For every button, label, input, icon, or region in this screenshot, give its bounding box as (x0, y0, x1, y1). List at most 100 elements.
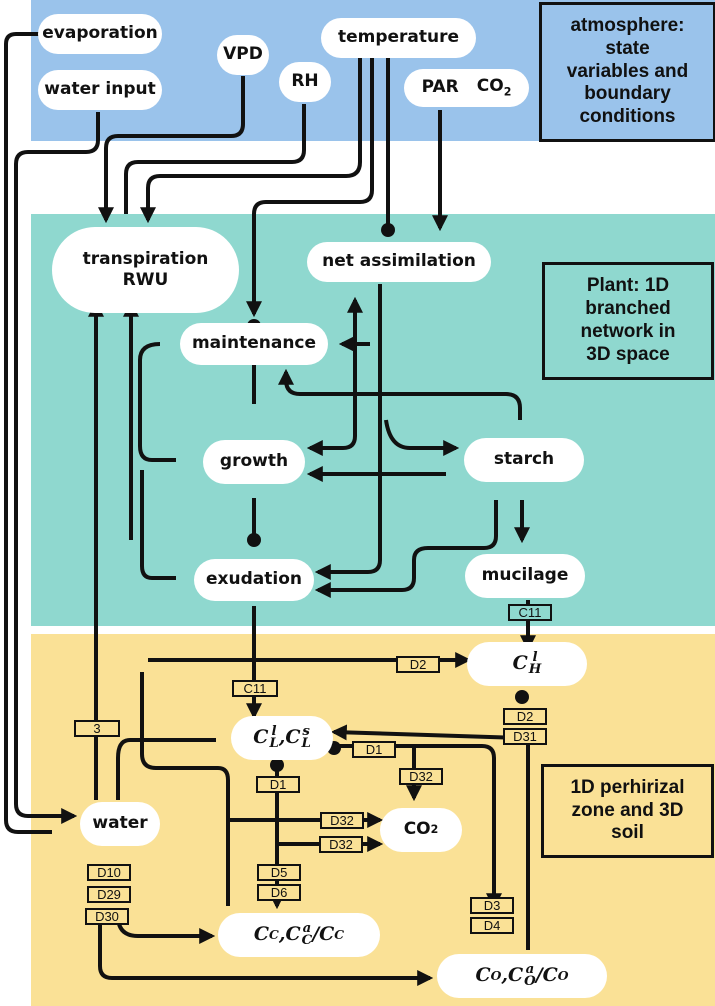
node-label: evaporation (42, 23, 158, 44)
inhibit-dot-exud (247, 533, 261, 547)
node-label: maintenance (191, 333, 317, 354)
co2-text: CO (476, 76, 504, 97)
tag-d31: D31 (503, 728, 547, 745)
node-label-par: PAR (421, 77, 459, 98)
math-base: C (542, 964, 558, 987)
math-sep: , (278, 923, 286, 946)
tag-d3: D3 (470, 897, 514, 914)
math-base: C (253, 726, 269, 749)
node-label: VPD (223, 44, 263, 65)
node-net-assimilation: net assimilation (307, 242, 491, 282)
legend-soil: 1D perhirizal zone and 3D soil (541, 764, 714, 858)
math-base: C (512, 652, 528, 675)
tag-d6: D6 (257, 884, 301, 901)
node-label: temperature (337, 27, 460, 48)
node-exudation: exudation (194, 559, 314, 601)
water-to-co (98, 916, 434, 986)
d31-to-cl (330, 724, 521, 741)
tag-c11-top: C11 (508, 604, 552, 621)
net-assimilation-trunk (314, 284, 382, 580)
node-label: RWU (122, 270, 169, 290)
node-vpd: VPD (217, 35, 269, 75)
math-base: C (285, 726, 301, 749)
vpd-to-transpiration-line (98, 76, 245, 224)
tag-d32-a: D32 (320, 812, 364, 829)
legend-plant: Plant: 1D branched network in 3D space (542, 262, 714, 380)
tag-d10: D10 (87, 864, 131, 881)
temperature-to-transpiration-line (140, 58, 362, 224)
node-starch: starch (464, 438, 584, 482)
tag-d5: D5 (257, 864, 301, 881)
math-sup: l (532, 650, 538, 666)
math-base: C (253, 923, 270, 946)
tag-d32-b: D32 (319, 836, 363, 853)
exudation-left-line (140, 470, 176, 580)
math-sup: l (271, 724, 277, 740)
co2-subscript: 2 (430, 823, 439, 837)
node-label-co2: CO2 (477, 76, 512, 99)
tag-d29: D29 (87, 886, 131, 903)
node-water-input: water input (38, 70, 162, 110)
water-to-cc (116, 915, 216, 944)
tag-d4: D4 (470, 917, 514, 934)
tag-d1-right: D1 (352, 741, 396, 758)
math-sub: L (301, 736, 311, 751)
co2-subscript: 2 (503, 85, 512, 99)
node-water: water (80, 802, 160, 846)
node-temperature: temperature (321, 18, 476, 58)
math-sub: C (301, 933, 313, 948)
node-growth: growth (203, 440, 305, 484)
node-label: RH (291, 71, 319, 92)
starch-to-exudation (314, 500, 498, 598)
tag-three: 3 (74, 720, 120, 737)
node-label: starch (493, 449, 555, 470)
math-slash: / (312, 923, 320, 946)
rh-to-transpiration-line (124, 104, 306, 214)
math-sep: , (278, 726, 286, 749)
starch-to-maint (278, 368, 522, 420)
assim-to-starch (384, 419, 460, 456)
math-base: C (507, 964, 524, 987)
co2-text: CO (403, 819, 431, 840)
water-to-cl (116, 738, 216, 800)
math-sub: H (528, 662, 542, 677)
node-evaporation: evaporation (38, 14, 162, 54)
tag-d30: D30 (85, 908, 129, 925)
legend-atmosphere: atmosphere: state variables and boundary… (539, 2, 715, 142)
math-sub: L (269, 736, 279, 751)
math-base: C (319, 923, 335, 946)
inhibit-dot-net (381, 223, 395, 237)
node-mucilage: mucilage (465, 554, 585, 598)
node-label: growth (219, 451, 289, 472)
node-label: transpiration (82, 248, 209, 269)
math-sup: s (302, 724, 310, 740)
maintenance-to-transpiration (138, 342, 176, 462)
tag-d1-under: D1 (256, 776, 300, 793)
node-label: exudation (206, 569, 302, 590)
math-base: C (285, 923, 301, 946)
tag-d2-under: D2 (503, 708, 547, 725)
math-sub: C (269, 927, 279, 943)
node-par-co2: PAR CO2 (404, 69, 529, 107)
math-sub: O (524, 974, 536, 989)
math-sep: , (501, 964, 508, 987)
node-label: water (92, 813, 148, 834)
math-sub: C (334, 927, 345, 943)
math-slash: / (535, 964, 543, 987)
node-label: mucilage (481, 565, 569, 586)
node-label: water input (44, 79, 156, 100)
node-rh: RH (279, 62, 331, 102)
assim-to-growth (306, 384, 357, 456)
math-sup: a (302, 921, 312, 937)
